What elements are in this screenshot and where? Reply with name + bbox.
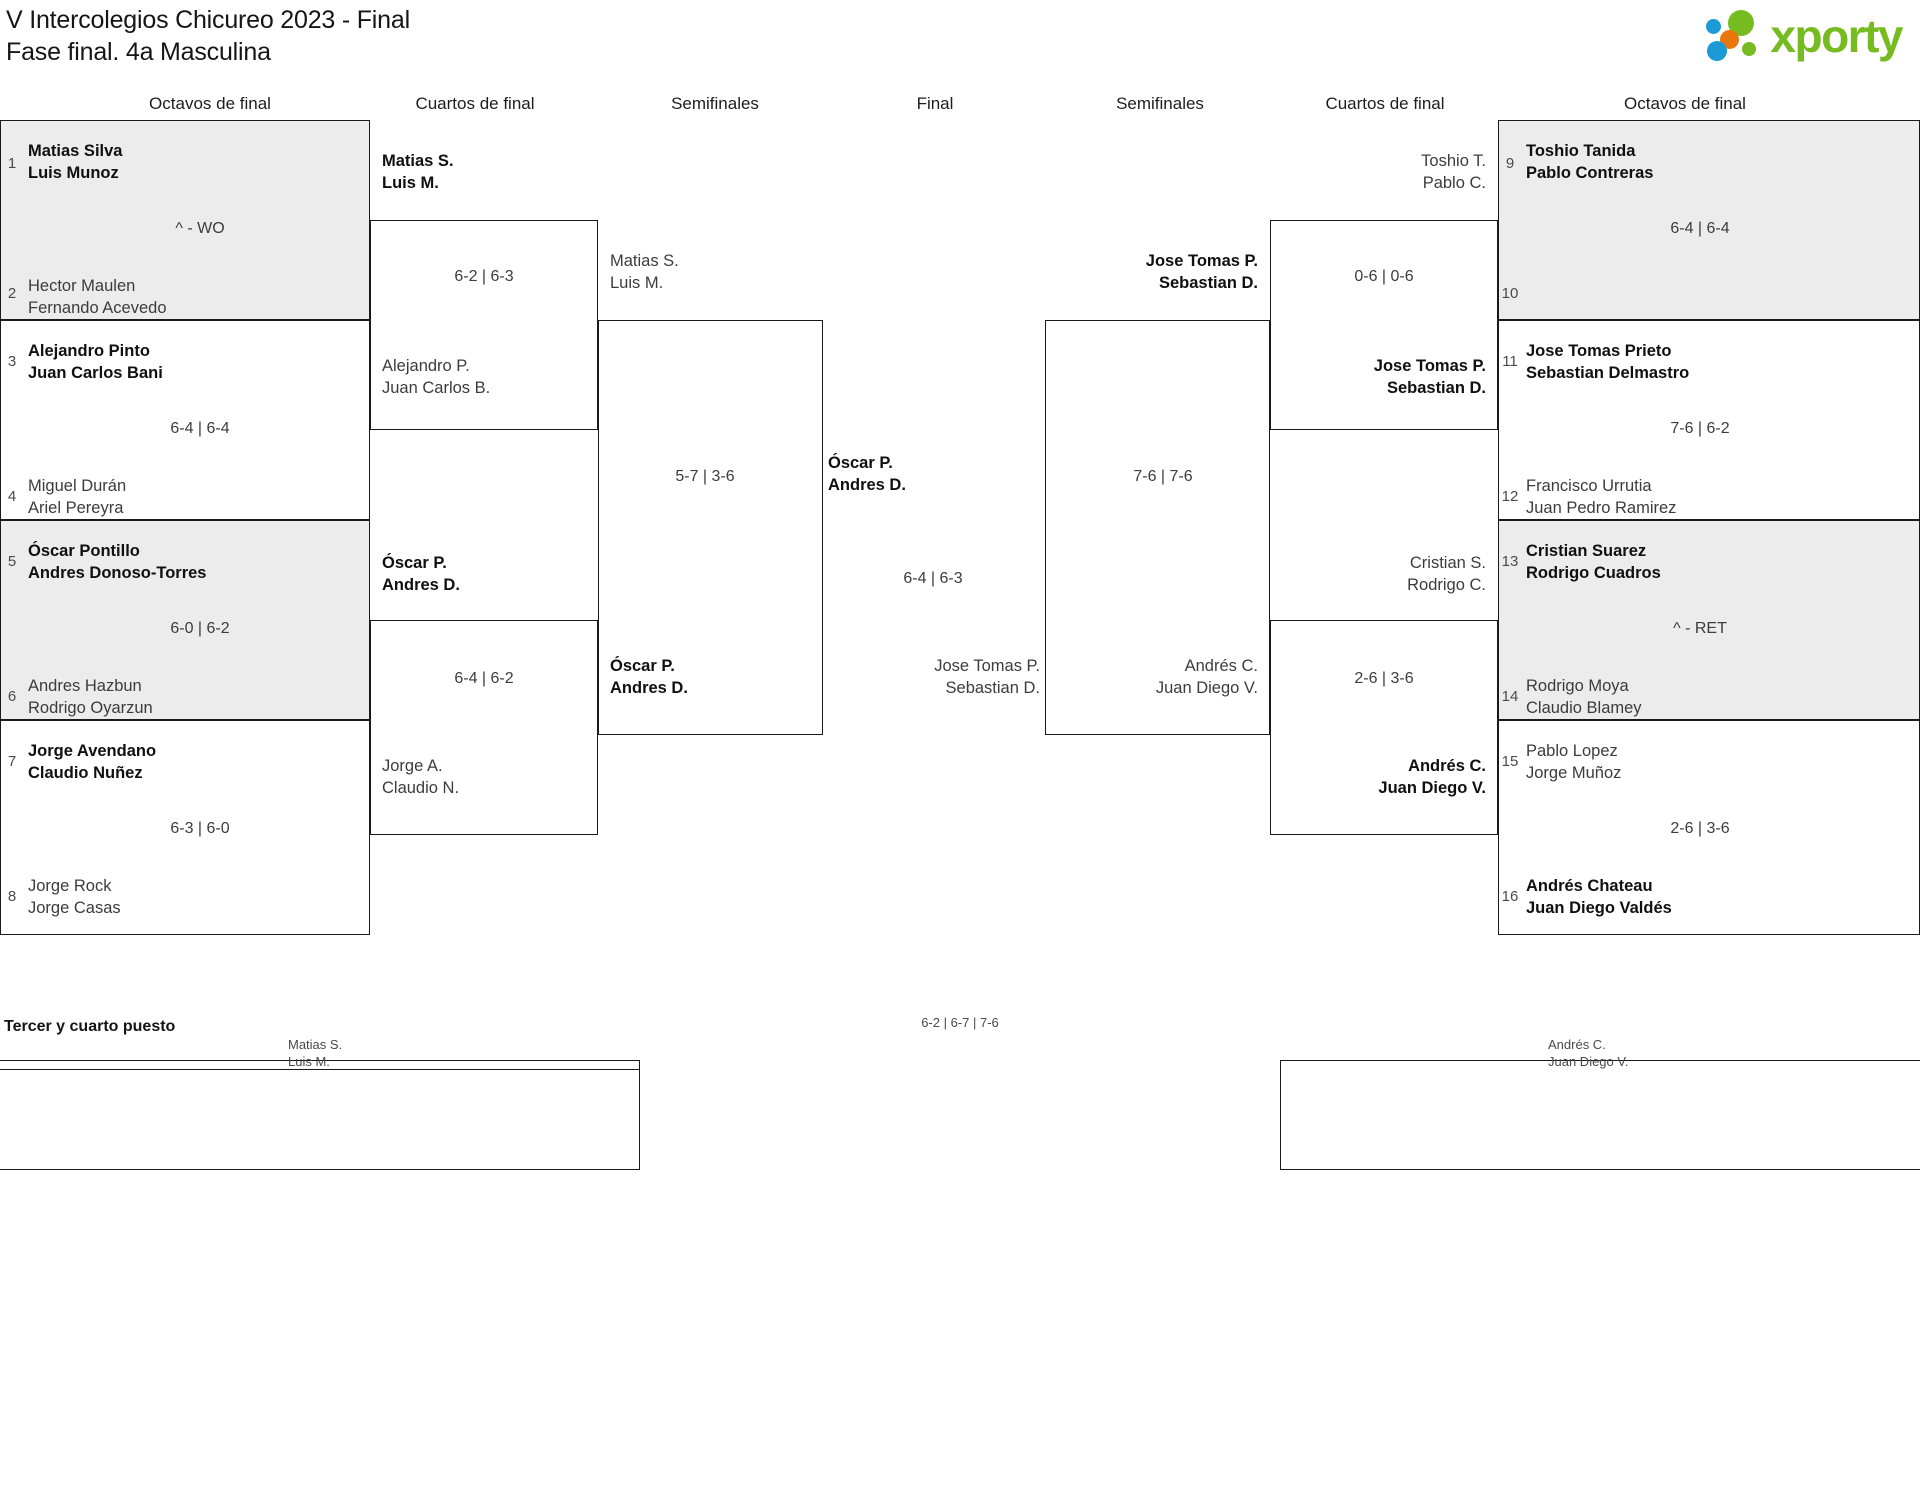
player-final-bottom: Jose Tomas P. Sebastian D. <box>934 657 1040 697</box>
third-line-left-top <box>0 1060 640 1061</box>
seed-15: 15 <box>1501 753 1519 770</box>
score-l-r16-1: ^ - WO <box>175 220 225 237</box>
score-l-sf: 5-7 | 3-6 <box>675 468 735 485</box>
score-r-r16-1: 6-4 | 6-4 <box>1670 220 1730 237</box>
player-lqf2-bottom: Jorge A. Claudio N. <box>382 757 460 797</box>
player-l3-bottom: Andres Hazbun Rodrigo Oyarzun <box>28 677 153 717</box>
player-l3-top: Óscar Pontillo Andres Donoso-Torres <box>28 542 207 582</box>
player-rqf2-top: Cristian S. Rodrigo C. <box>1407 554 1486 594</box>
player-rqf1-bottom: Jose Tomas P. Sebastian D. <box>1373 357 1486 397</box>
player-l4-bottom: Jorge Rock Jorge Casas <box>28 877 121 917</box>
logo-dots-icon <box>1706 9 1768 63</box>
third-line-left-spacer <box>0 1069 640 1070</box>
player-r1-top: Toshio Tanida Pablo Contreras <box>1526 142 1654 182</box>
match-box-lsf[interactable] <box>598 320 823 735</box>
third-line-left-vert <box>639 1060 640 1170</box>
score-r-sf: 7-6 | 7-6 <box>1133 468 1193 485</box>
round-label-right-r16: Octavos de final <box>1624 94 1746 113</box>
score-l-qf-2: 6-4 | 6-2 <box>454 670 514 687</box>
xporty-logo: xporty <box>1706 8 1903 64</box>
match-box-l3[interactable] <box>0 520 370 720</box>
round-label-left-sf: Semifinales <box>671 94 759 113</box>
seed-13: 13 <box>1501 553 1519 570</box>
player-r3-top: Cristian Suarez Rodrigo Cuadros <box>1526 542 1661 582</box>
seed-3: 3 <box>7 353 17 370</box>
score-l-r16-2: 6-4 | 6-4 <box>170 420 230 437</box>
seed-16: 16 <box>1501 888 1519 905</box>
seed-11: 11 <box>1502 353 1518 370</box>
match-box-rqf2[interactable] <box>1270 620 1498 835</box>
third-line-right-bottom <box>1280 1169 1920 1170</box>
score-r-qf-1: 0-6 | 0-6 <box>1354 268 1414 285</box>
match-box-lqf1[interactable] <box>370 220 598 430</box>
tournament-subtitle: Fase final. 4a Masculina <box>6 38 271 66</box>
round-label-left-r16: Octavos de final <box>149 94 271 113</box>
seed-7: 7 <box>7 753 17 770</box>
match-box-rsf[interactable] <box>1045 320 1270 735</box>
seed-5: 5 <box>7 553 17 570</box>
player-l4-top: Jorge Avendano Claudio Nuñez <box>28 742 157 782</box>
player-l2-top: Alejandro Pinto Juan Carlos Bani <box>28 342 163 382</box>
logo-wordmark: xporty <box>1770 10 1903 62</box>
page-title: V Intercolegios Chicureo 2023 - Final Fa… <box>6 4 410 68</box>
seed-14: 14 <box>1501 688 1519 705</box>
seed-12: 12 <box>1501 488 1519 505</box>
player-r3-bottom: Rodrigo Moya Claudio Blamey <box>1526 677 1642 717</box>
score-r-r16-3: ^ - RET <box>1673 620 1727 637</box>
player-l2-bottom: Miguel Durán Ariel Pereyra <box>28 477 127 517</box>
player-rqf2-bottom: Andrés C. Juan Diego V. <box>1378 757 1486 797</box>
player-rsf-top: Jose Tomas P. Sebastian D. <box>1145 252 1258 292</box>
round-label-right-sf: Semifinales <box>1116 94 1204 113</box>
third-line-right-top <box>1280 1060 1920 1061</box>
match-box-r1[interactable] <box>1498 120 1920 320</box>
match-box-l2[interactable] <box>0 320 370 520</box>
seed-1: 1 <box>7 155 17 172</box>
player-lqf1-bottom: Alejandro P. Juan Carlos B. <box>382 357 491 397</box>
third-line-left-bottom <box>0 1169 640 1170</box>
score-l-r16-3: 6-0 | 6-2 <box>170 620 230 637</box>
player-lqf2-top: Óscar P. Andres D. <box>382 554 460 594</box>
player-lsf-bottom: Óscar P. Andres D. <box>610 657 688 697</box>
score-r-qf-2: 2-6 | 3-6 <box>1354 670 1414 687</box>
round-label-final: Final <box>916 94 954 113</box>
score-final: 6-4 | 6-3 <box>903 570 963 587</box>
player-r2-top: Jose Tomas Prieto Sebastian Delmastro <box>1526 342 1690 382</box>
match-box-r3[interactable] <box>1498 520 1920 720</box>
player-rsf-bottom: Andrés C. Juan Diego V. <box>1155 657 1258 697</box>
score-l-r16-4: 6-3 | 6-0 <box>170 820 230 837</box>
third-line-right-vert <box>1280 1060 1281 1170</box>
seed-8: 8 <box>7 888 17 905</box>
seed-4: 4 <box>7 488 17 505</box>
seed-10: 10 <box>1501 285 1519 302</box>
seed-6: 6 <box>7 688 17 705</box>
player-rqf1-top: Toshio T. Pablo C. <box>1421 152 1486 192</box>
score-r-r16-2: 7-6 | 6-2 <box>1670 420 1730 437</box>
score-r-r16-4: 2-6 | 3-6 <box>1670 820 1730 837</box>
seed-9: 9 <box>1505 155 1515 172</box>
match-box-l1[interactable] <box>0 120 370 320</box>
player-r4-top: Pablo Lopez Jorge Muñoz <box>1526 742 1622 782</box>
player-lqf1-top: Matias S. Luis M. <box>382 152 454 192</box>
round-label-left-qf: Cuartos de final <box>415 94 535 113</box>
player-r2-bottom: Francisco Urrutia Juan Pedro Ramirez <box>1526 477 1677 517</box>
player-l1-top: Matias Silva Luis Munoz <box>28 142 123 182</box>
match-box-rqf1[interactable] <box>1270 220 1498 430</box>
player-lsf-top: Matias S. Luis M. <box>610 252 679 292</box>
third-place-score: 6-2 | 6-7 | 7-6 <box>921 1015 999 1030</box>
player-l1-bottom: Hector Maulen Fernando Acevedo <box>28 277 167 317</box>
tournament-title: V Intercolegios Chicureo 2023 - Final <box>6 6 410 34</box>
score-l-qf-1: 6-2 | 6-3 <box>454 268 514 285</box>
third-place-left-team: Matias S. Luis M. <box>288 1037 343 1069</box>
round-label-right-qf: Cuartos de final <box>1325 94 1445 113</box>
match-box-l4[interactable] <box>0 720 370 935</box>
match-box-lqf2[interactable] <box>370 620 598 835</box>
third-place-right-team: Andrés C. Juan Diego V. <box>1548 1037 1629 1069</box>
player-r4-bottom: Andrés Chateau Juan Diego Valdés <box>1526 877 1672 917</box>
third-place-title: Tercer y cuarto puesto <box>4 1018 176 1035</box>
player-final-top: Óscar P. Andres D. <box>828 454 906 494</box>
seed-2: 2 <box>7 285 17 302</box>
